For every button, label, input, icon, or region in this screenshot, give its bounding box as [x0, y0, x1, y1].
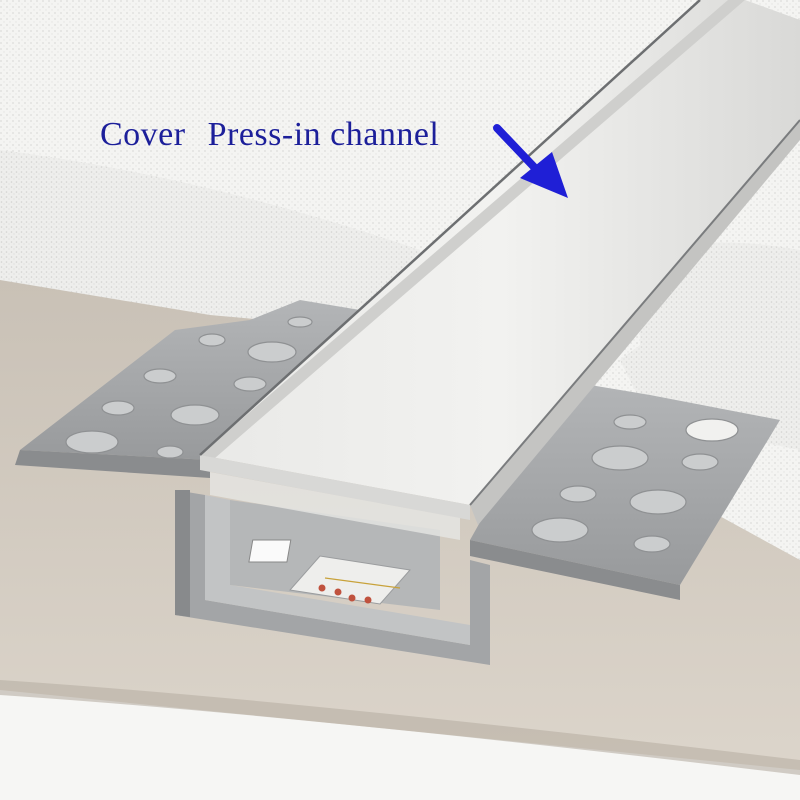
cover-left-lip: [200, 0, 745, 458]
cover-front-face: [200, 455, 470, 520]
cover-seam-right: [469, 119, 800, 506]
channel-body: [175, 490, 490, 665]
flange-right-holes: [531, 414, 739, 553]
cover-front-shade: [210, 472, 460, 540]
arrow-down-right-icon: [493, 124, 568, 198]
led-chip-icon: [248, 539, 411, 605]
flange-left: [20, 300, 360, 460]
annotation-label: Cover Press-in channel: [64, 84, 439, 186]
plaster-layer-left: [0, 150, 430, 330]
cover-seam-left: [199, 0, 701, 456]
flange-left-edge: [15, 450, 210, 478]
diffuser-cover: [200, 0, 800, 505]
flange-right-edge: [470, 540, 680, 600]
cover-right-edge: [470, 120, 800, 525]
channel-inner-floor: [205, 495, 470, 645]
wall-bottom-edge: [0, 690, 800, 800]
wall-shadow: [0, 680, 800, 775]
label-cover: Cover: [100, 116, 186, 153]
label-press-in-channel: Press-in channel: [207, 116, 440, 153]
flange-left-holes: [65, 316, 313, 459]
channel-left-wall: [175, 490, 190, 617]
